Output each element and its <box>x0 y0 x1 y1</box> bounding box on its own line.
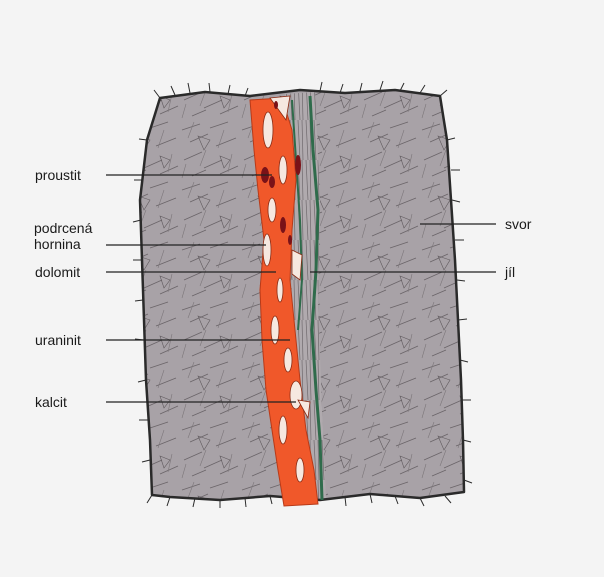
label-svor: svor <box>505 216 531 232</box>
label-jil: jíl <box>505 264 515 280</box>
label-kalcit: kalcit <box>35 394 67 410</box>
label-uraninit: uraninit <box>35 332 81 348</box>
label-proustit: proustit <box>35 167 81 183</box>
label-podrcena-hornina: podrcená hornina <box>34 220 114 252</box>
label-dolomit: dolomit <box>35 264 80 280</box>
